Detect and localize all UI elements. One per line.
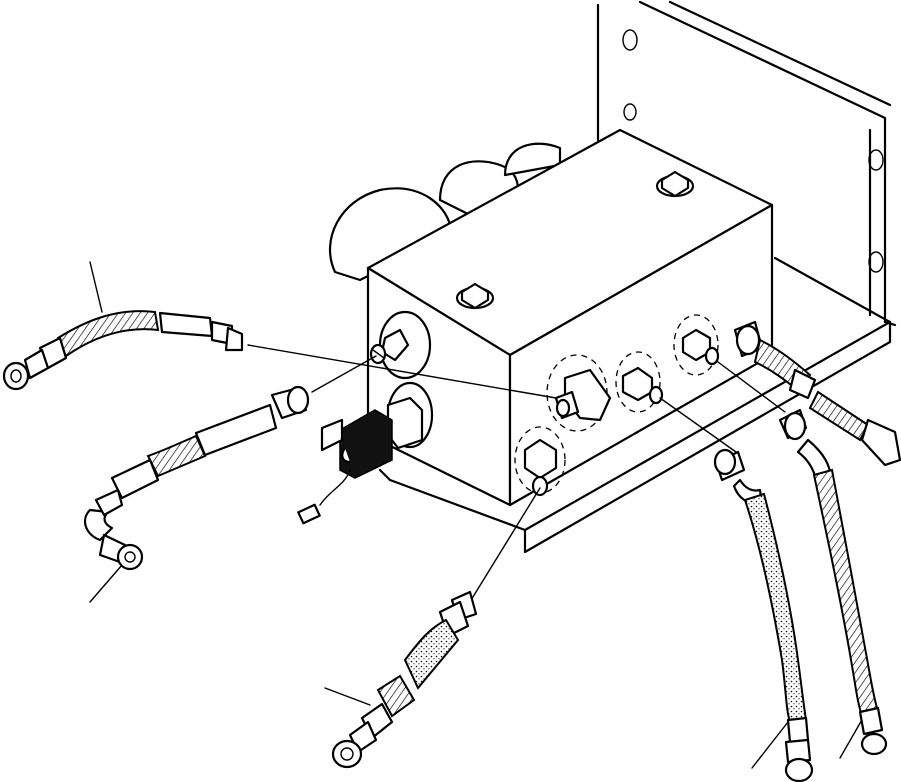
fitting-front-center <box>621 366 664 405</box>
valve-block <box>366 128 774 507</box>
hose-right-upper <box>733 320 901 467</box>
mounting-plate <box>378 256 892 554</box>
solenoid-switch <box>297 396 424 525</box>
fitting-elbow-front <box>554 368 612 422</box>
machine-frame <box>596 0 897 327</box>
bolt-holes <box>622 29 884 273</box>
fitting-left-upper <box>369 328 410 365</box>
front-face-fittings <box>514 314 720 497</box>
hose-bottom-right-1 <box>713 448 814 782</box>
fitting-lower-front <box>523 438 558 497</box>
top-bolt-1 <box>655 170 695 198</box>
hose-upper-left <box>2 310 244 391</box>
hose-middle-left <box>83 385 310 571</box>
top-bolt-2 <box>455 282 495 310</box>
fitting-front-right <box>681 328 720 366</box>
connector-plug <box>297 503 321 525</box>
hose-bottom-right-2 <box>778 408 888 756</box>
leader-lines <box>89 261 864 769</box>
hose-bottom-center <box>331 590 478 769</box>
